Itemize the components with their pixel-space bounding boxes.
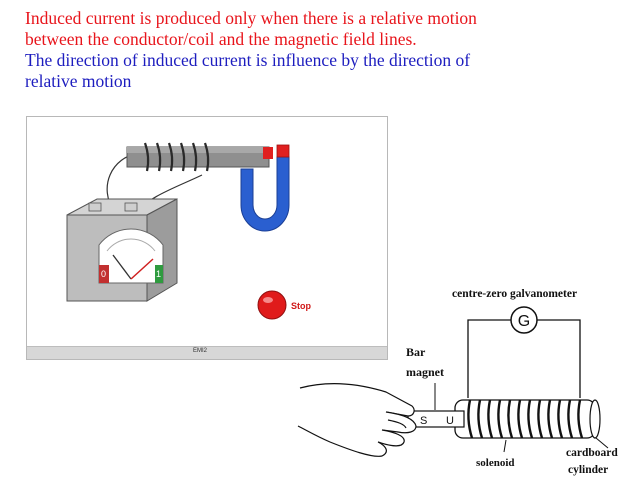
hand-sketch (297, 383, 417, 457)
footer-label: EMI2 (193, 348, 208, 354)
magnet-label: magnet (406, 365, 444, 379)
galvanometer-symbol: G (510, 306, 538, 334)
heading-line-1: Induced current is produced only when th… (25, 8, 477, 28)
heading-text: Induced current is produced only when th… (25, 8, 625, 92)
cylinder-label: cylinder (568, 464, 608, 476)
solenoid-label: solenoid (476, 457, 515, 469)
simulation-footer: EMI2 (27, 346, 387, 359)
bar-label: Bar (406, 345, 426, 359)
meter-zero-label: 0 (101, 269, 106, 279)
solenoid-leader (503, 439, 507, 453)
solenoid-diagram: G centre-zero galvanometer S U (297, 288, 618, 476)
bar-magnet: S U (407, 410, 465, 428)
pole-s-label: S (420, 415, 427, 427)
heading-line-4: relative motion (25, 71, 132, 91)
pole-n-label: U (446, 415, 454, 427)
galvanometer-g: G (518, 313, 530, 330)
heading-line-3: The direction of induced current is infl… (25, 50, 471, 70)
horseshoe-magnet (240, 144, 290, 232)
stop-label: Stop (291, 301, 311, 311)
coil-assembly (126, 142, 273, 172)
meter-one-label: 1 (156, 269, 161, 279)
cylinder-leader (595, 437, 609, 449)
stop-button[interactable]: Stop (257, 290, 311, 320)
simulation-canvas: 0 1 Stop (66, 142, 311, 320)
galvanometer-label: centre-zero galvanometer (452, 288, 577, 300)
galvanometer-box: 0 1 (66, 198, 178, 302)
heading-line-2: between the conductor/coil and the magne… (25, 29, 417, 49)
solenoid (454, 399, 601, 439)
cardboard-label: cardboard (566, 447, 618, 459)
simulation-panel: 0 1 Stop EMI2 (26, 116, 388, 360)
